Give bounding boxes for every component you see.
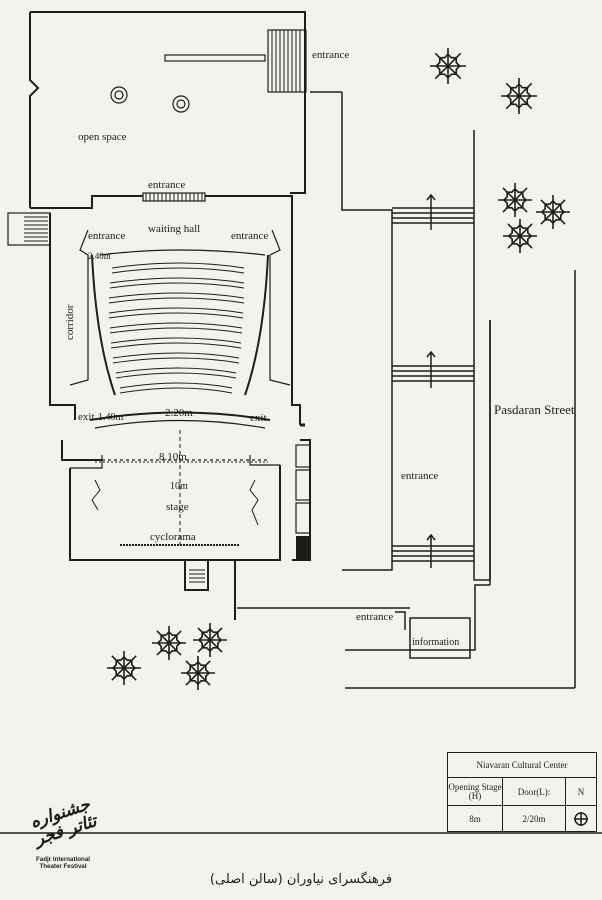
- tree-icon: [498, 183, 532, 217]
- label-stage: stage: [166, 501, 189, 513]
- plan-labels: entrance open space entrance waiting hal…: [64, 49, 575, 648]
- north-label: N: [577, 786, 585, 797]
- label-dim-stage-width: 8.10m: [159, 451, 187, 463]
- tree-icon: [152, 626, 186, 660]
- label-exit-left: exit: [78, 411, 95, 423]
- label-dim-front: 2.20m: [165, 407, 193, 419]
- tree-icon: [430, 48, 466, 84]
- north-arrow-icon: [566, 806, 596, 832]
- tree-icon: [536, 195, 570, 229]
- logo-text-line1: Fadjr International: [36, 856, 90, 863]
- seating-rows: [108, 262, 245, 394]
- title-block: Niavaran Cultural Center Opening Stage (…: [447, 752, 597, 832]
- stairs-top: [271, 30, 301, 92]
- tree-icon: [181, 656, 215, 690]
- label-corridor: corridor: [64, 304, 76, 340]
- label-dim-exit: 1.40m: [98, 412, 124, 423]
- label-entrance-hall: entrance: [148, 179, 185, 191]
- label-entrance-street: entrance: [401, 470, 438, 482]
- festival-logo-mark: جشنواره تئاتر فجر: [27, 794, 100, 850]
- stage-markings: [91, 423, 305, 546]
- label-dim-top: 2.40m: [88, 251, 111, 261]
- festival-logo: جشنواره تئاتر فجر Fadjr International Th…: [28, 794, 99, 870]
- door-value: 2/20m: [503, 806, 566, 832]
- opening-stage-header: Opening Stage (H): [448, 778, 503, 805]
- label-information: information: [412, 637, 459, 648]
- street-lines: [0, 91, 602, 834]
- label-exit-right: exit: [250, 412, 267, 424]
- tree-symbols: [107, 48, 570, 690]
- label-waiting-hall: waiting hall: [148, 223, 200, 235]
- label-street: Pasdaran Street: [494, 402, 575, 417]
- door-header: Door(L):: [503, 778, 566, 805]
- label-entrance-left: entrance: [88, 230, 125, 242]
- label-open-space: open space: [78, 131, 127, 143]
- tree-icon: [107, 651, 141, 685]
- label-entrance-right: entrance: [231, 230, 268, 242]
- tree-icon: [193, 623, 227, 657]
- opening-stage-value: 8m: [448, 806, 503, 832]
- label-dim-stage-depth: 10m: [170, 481, 188, 492]
- tree-icon: [503, 219, 537, 253]
- label-entrance-bottom: entrance: [356, 611, 393, 623]
- title-block-name: Niavaran Cultural Center: [448, 753, 596, 778]
- page-caption: فرهنگسرای نیاوران (سالن اصلی): [209, 872, 393, 887]
- label-cyclorama: cyclorama: [150, 531, 196, 543]
- tree-icon: [501, 78, 537, 114]
- logo-text-line2: Theater Festival: [39, 863, 87, 870]
- label-entrance-top: entrance: [312, 49, 349, 61]
- building-outline: [7, 11, 311, 620]
